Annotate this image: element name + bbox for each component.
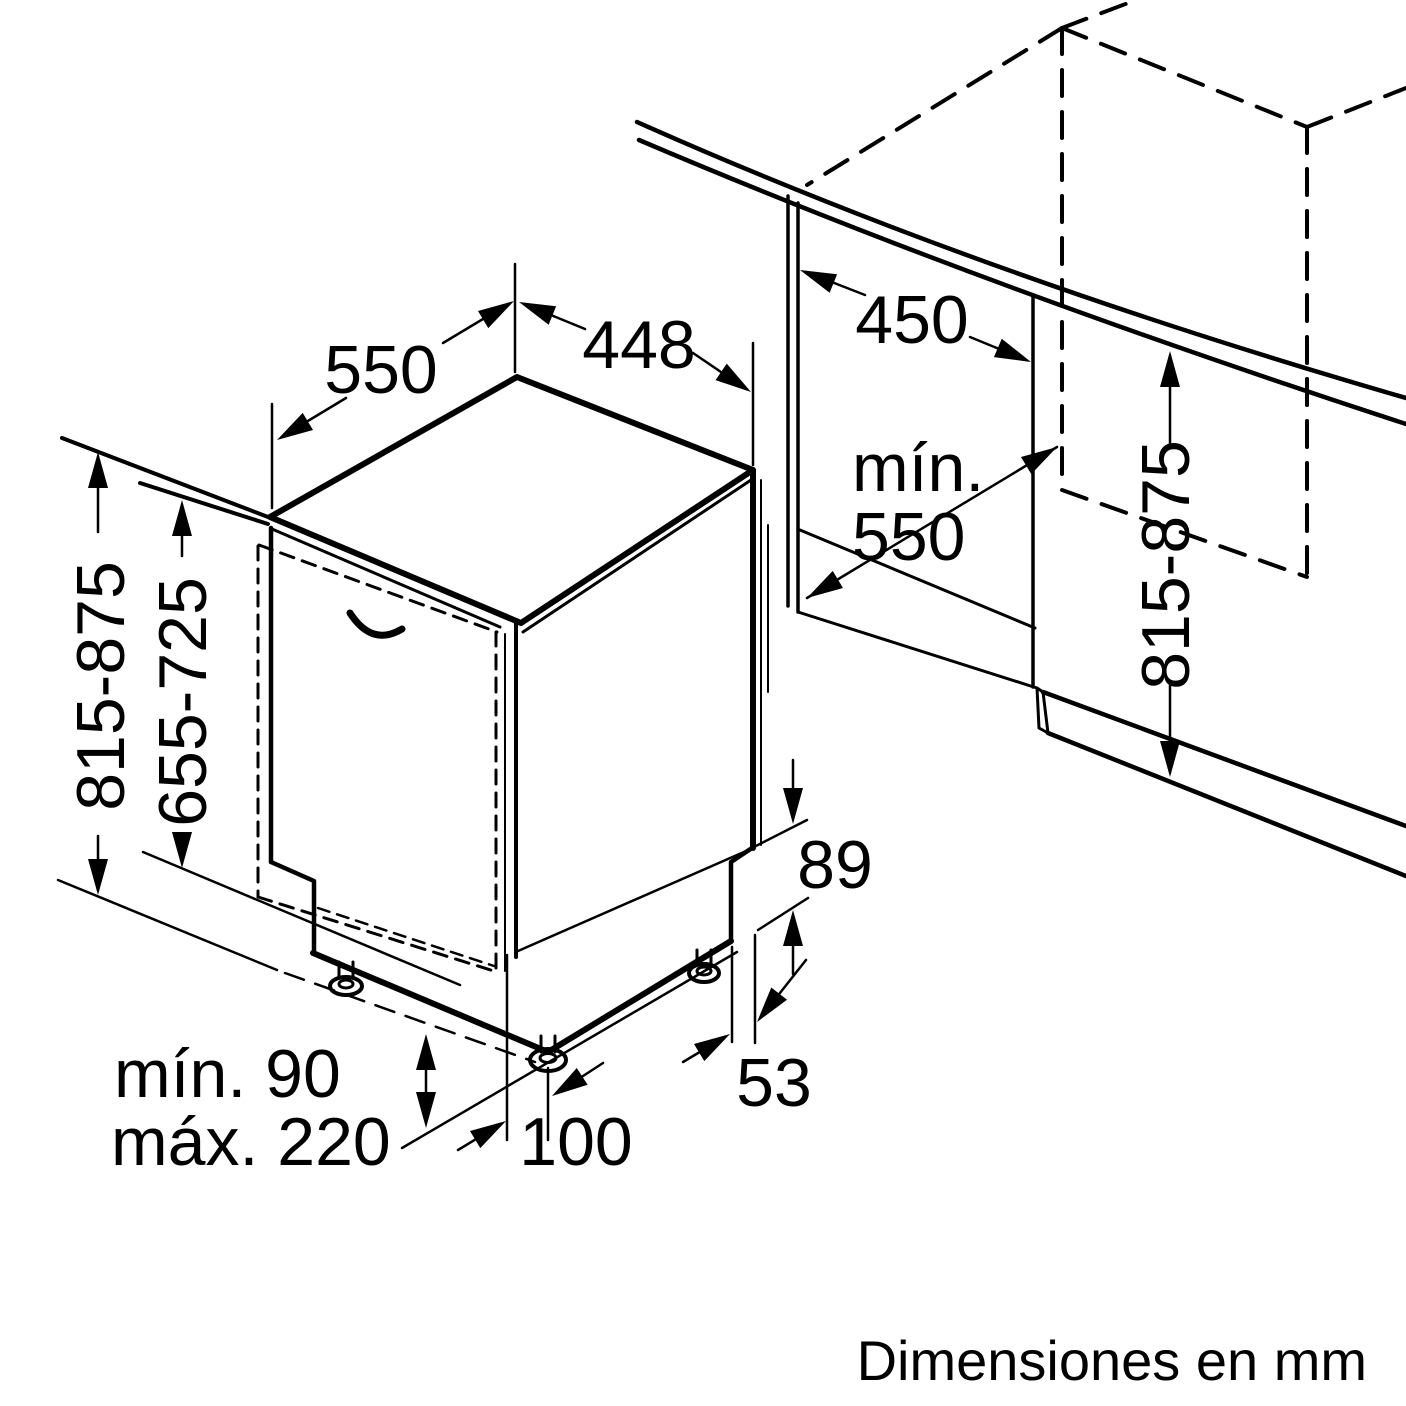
niche-dashed-volume (805, 0, 1406, 579)
dimension-labels: 550 448 450 mín. 550 815-875 655-725 815… (63, 282, 1367, 1392)
dim-plinth-max: máx. 220 (111, 1104, 391, 1180)
dim-top-depth: 550 (324, 332, 437, 408)
dishwasher-body (256, 374, 756, 1055)
caption-units: Dimensiones en mm (857, 1329, 1367, 1392)
bottom-front-edge (310, 950, 551, 1055)
dimension-lines (88, 262, 1180, 1152)
dim-niche-depth-min: mín. (852, 430, 984, 506)
dim-niche-depth-value: 550 (852, 499, 965, 575)
bottom-right-edge (545, 938, 734, 1055)
dim-toe-kick: 53 (736, 1045, 812, 1121)
countertop-left (60, 436, 270, 526)
dim-niche-width: 450 (855, 282, 968, 358)
dim-door-height: 655-725 (145, 577, 221, 827)
dim-base-height: 89 (797, 827, 873, 903)
top-face (267, 374, 756, 626)
dim-plinth-min: mín. 90 (114, 1036, 341, 1112)
dim-top-width: 448 (582, 307, 695, 383)
dim-height-right: 815-875 (1128, 440, 1204, 690)
countertop-right (634, 119, 1406, 427)
door-handle (346, 609, 406, 639)
dim-foot-inset: 100 (519, 1104, 632, 1180)
floor-lines (56, 850, 739, 1150)
dim-height-left: 815-875 (63, 561, 139, 811)
niche-structure (760, 194, 1406, 879)
